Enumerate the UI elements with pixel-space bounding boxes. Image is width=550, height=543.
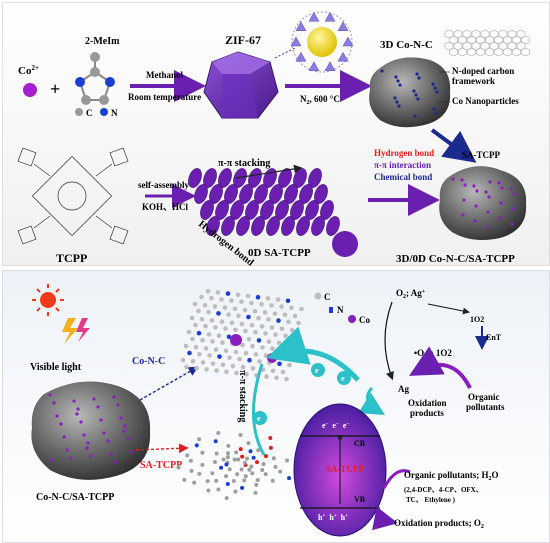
singlet-oxygen-label: 1O2 [470, 315, 484, 324]
plus-sign: + [50, 79, 60, 99]
svg-text:e: e [341, 374, 345, 383]
vb-reaction: Organic pollutants; H2O (2,4-DCP、4-CP、OF… [371, 469, 499, 531]
koh-label: KOH、HCl [142, 202, 189, 212]
step1-arrow: Methanol Room temperature [128, 70, 206, 102]
vb-holes: h+h+h+ [318, 513, 348, 522]
composite-cube-bottom [31, 381, 151, 480]
zif67-crystal: ZIF-67 [203, 33, 279, 119]
band-sa-tcpp-label: SA-TCPP [326, 464, 365, 474]
legend-bottom-n: N [337, 305, 344, 315]
sa-tcpp-callout [135, 443, 189, 454]
ent-label: EnT [486, 333, 502, 342]
room-temp-label: Room temperature [128, 92, 201, 102]
svg-text:e: e [257, 414, 261, 423]
pollutant-list-2: TC、 Ethylene ) [406, 496, 456, 504]
methanol-label: Methanol [146, 70, 183, 80]
co-n-c-title: 3D Co-N-C [380, 39, 433, 51]
zif67-label: ZIF-67 [225, 33, 261, 47]
o2-ag-label: O2; Ag+ [396, 288, 426, 300]
light-bolt-icon [62, 318, 90, 344]
pyrolysis-label: N2, 600 °C [300, 94, 340, 106]
0d-sa-tcpp-label: 0D SA-TCPP [248, 247, 311, 259]
cb-label: CB [354, 439, 366, 448]
organic-pollutants-1: Organic [468, 392, 500, 402]
electron-bubble-icon [253, 411, 267, 425]
vb-label: VB [354, 495, 366, 504]
co-n-c-cube: 3D Co-N-C N-doped carbon framework Co Na… [369, 29, 530, 128]
co-ion-group: Co2+ + [18, 64, 60, 99]
final-products-label: Oxidation products; O2 [394, 518, 484, 530]
svg-text:e: e [315, 366, 319, 375]
electron-bubble-icon [337, 371, 351, 385]
ag-label: Ag [398, 384, 409, 394]
ndoped-label-2: framework [452, 76, 495, 86]
pi-stacking-vertical-label: π-π stacking [237, 370, 248, 422]
to-composite-arrow [430, 128, 477, 163]
chemical-bond-label: Chemical bond [374, 172, 432, 182]
electron-flow: e e e [252, 326, 386, 456]
legend-n: N [111, 108, 118, 118]
co-n-c-callout-label: Co-N-C [132, 356, 165, 367]
nitrogen-legend-icon [100, 108, 108, 116]
self-assembly-arrow: self-assembly KOH、HCl [138, 180, 196, 212]
tcpp-molecule [17, 147, 129, 245]
oxidation-label-2: products [410, 408, 444, 418]
hydrogen-bond-label: Hydrogen bond [374, 148, 434, 158]
interaction-arrow: Hydrogen bond π-π interaction Chemical b… [368, 148, 440, 216]
legend-bottom-co: Co [359, 315, 370, 325]
self-assembly-label: self-assembly [138, 180, 189, 190]
2-meim-molecule: 2-MeIm C N [75, 36, 120, 118]
organic-pollutants-2: pollutants [466, 402, 505, 412]
co-ion-icon [23, 83, 37, 97]
composite-sa-tcpp-label: SA-TCPP [462, 150, 501, 160]
pi-stack-arrow [235, 164, 303, 179]
ndoped-label-1: N-doped carbon [452, 66, 514, 76]
sa-tcpp-callout-label: SA-TCPP [140, 460, 182, 471]
electron-bubble-icon [311, 363, 325, 377]
step2-arrow: N2, 600 °C [285, 70, 372, 106]
legend-bottom-c: C [324, 292, 331, 302]
reaction-network: O2; Ag+ 1O2 EnT •O2−; 1O2 Ag Oxidation p… [384, 288, 505, 418]
carbon-legend-icon [75, 108, 83, 116]
composite-cube-top: SA-TCPP [439, 150, 527, 240]
pollutant-list-1: (2,4-DCP、4-CP、OFX、 [404, 486, 483, 494]
pi-interaction-label: π-π interaction [374, 160, 431, 170]
pi-stacking-label: π-π stacking [218, 158, 270, 169]
zif-structure-icon [274, 11, 354, 73]
superoxide-label: •O2−; 1O2 [414, 348, 452, 360]
pollutants-h2o-label: Organic pollutants; H2O [404, 470, 499, 482]
sun-icon [32, 284, 64, 316]
composite-label: 3D/0D Co-N-C/SA-TCPP [396, 253, 515, 265]
band-structure: e−e−e− CB SA-TCPP VB h+h+h+ [293, 403, 387, 537]
legend-c: C [86, 108, 93, 118]
graphene-lattice [180, 288, 304, 382]
co-np-label: Co Nanoparticles [452, 96, 519, 106]
sa-tcpp-particle-icon [332, 231, 358, 257]
cb-electrons: e−e−e− [322, 421, 349, 430]
co-ion-label: Co2+ [18, 64, 39, 77]
oxidation-label-1: Oxidation [408, 398, 447, 408]
porphyrin-stack [176, 431, 292, 501]
tcpp-label: TCPP [56, 251, 87, 265]
atom-legend: C N Co [314, 292, 370, 325]
co-n-c-callout [139, 366, 199, 401]
visible-light-label: Visible light [30, 362, 82, 373]
sa-tcpp-discs [188, 168, 340, 236]
composite-bottom-label: Co-N-C/SA-TCPP [36, 492, 114, 503]
ligand-label: 2-MeIm [85, 36, 120, 47]
